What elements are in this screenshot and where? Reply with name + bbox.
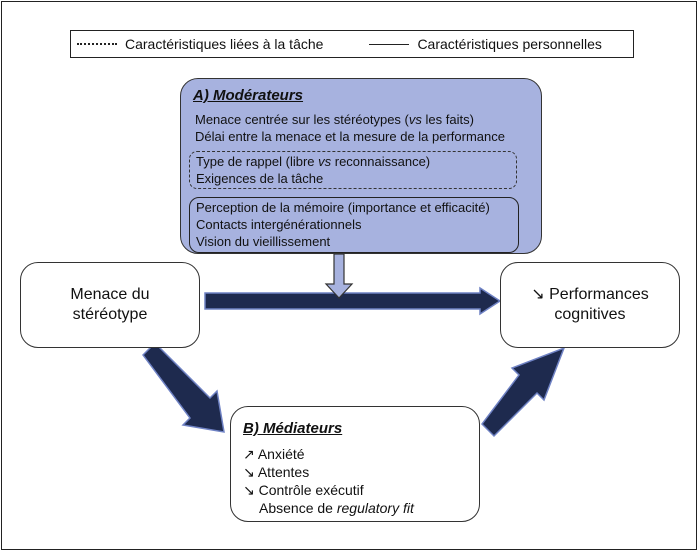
legend-item-task: Caractéristiques liées à la tâche [71,36,323,52]
moderator-threat-focus-end: les faits) [421,112,474,127]
legend-item-personal: Caractéristiques personnelles [323,36,602,52]
solid-line-sample [369,43,410,45]
cognitive-performance-box: ↘ Performances cognitives [500,262,680,348]
mediator-expectations: ↘ Attentes [243,464,310,480]
cognitive-performance-line1: ↘ Performances [531,286,649,303]
mediator-anxiety: ↗ Anxiété [243,446,305,462]
moderator-memory-perception: Perception de la mémoire (importance et … [196,200,490,215]
cognitive-performance-line2: cognitives [554,306,626,323]
moderator-delay: Délai entre la menace et la mesure de la… [195,129,505,144]
personal-characteristics-group: Perception de la mémoire (importance et … [189,197,519,253]
mediator-regulatory-fit-term: regulatory fit [336,500,414,516]
stereotype-threat-line2: stéréotype [72,306,148,323]
threat-to-performance-arrow [204,286,502,316]
mediator-regulatory-fit: Absence de regulatory fit [259,499,414,517]
mediator-executive-control: ↘ Contrôle exécutif [243,482,364,498]
moderator-recall-type-vs: vs [318,154,332,169]
mediators-to-performance-arrow [481,346,566,438]
task-characteristics-group: Type de rappel (libre vs reconnaissance)… [189,151,517,189]
moderator-threat-focus: Menace centrée sur les stéréotypes (vs l… [195,111,505,128]
mediator-regulatory-fit-text: Absence de [259,500,337,516]
moderator-threat-focus-vs: vs [408,112,422,127]
threat-to-mediators-arrow [142,341,225,433]
moderators-general-list: Menace centrée sur les stéréotypes (vs l… [195,111,505,145]
moderator-intergenerational-contacts: Contacts intergénérationnels [196,217,362,232]
mediators-box: B) Médiateurs ↗ Anxiété ↘ Attentes ↘ Con… [230,406,480,522]
moderator-recall-type-text: Type de rappel (libre [196,154,319,169]
moderators-box: A) Modérateurs Menace centrée sur les st… [180,78,542,254]
moderator-aging-view: Vision du vieillissement [196,234,331,249]
moderator-recall-type: Type de rappel (libre vs reconnaissance) [196,153,510,170]
legend-task-label: Caractéristiques liées à la tâche [125,36,324,52]
mediators-title: B) Médiateurs [243,420,343,437]
legend-personal-label: Caractéristiques personnelles [417,36,602,52]
moderator-task-demands: Exigences de la tâche [196,171,324,186]
dotted-line-sample [77,43,117,45]
moderator-threat-focus-text: Menace centrée sur les stéréotypes ( [195,112,409,127]
stereotype-threat-line1: Menace du [70,286,150,303]
stereotype-threat-box: Menace du stéréotype [20,262,200,348]
moderator-arrow [324,253,354,299]
legend: Caractéristiques liées à la tâche Caract… [70,30,634,58]
moderators-title: A) Modérateurs [193,87,304,104]
moderator-recall-type-end: reconnaissance) [331,154,431,169]
